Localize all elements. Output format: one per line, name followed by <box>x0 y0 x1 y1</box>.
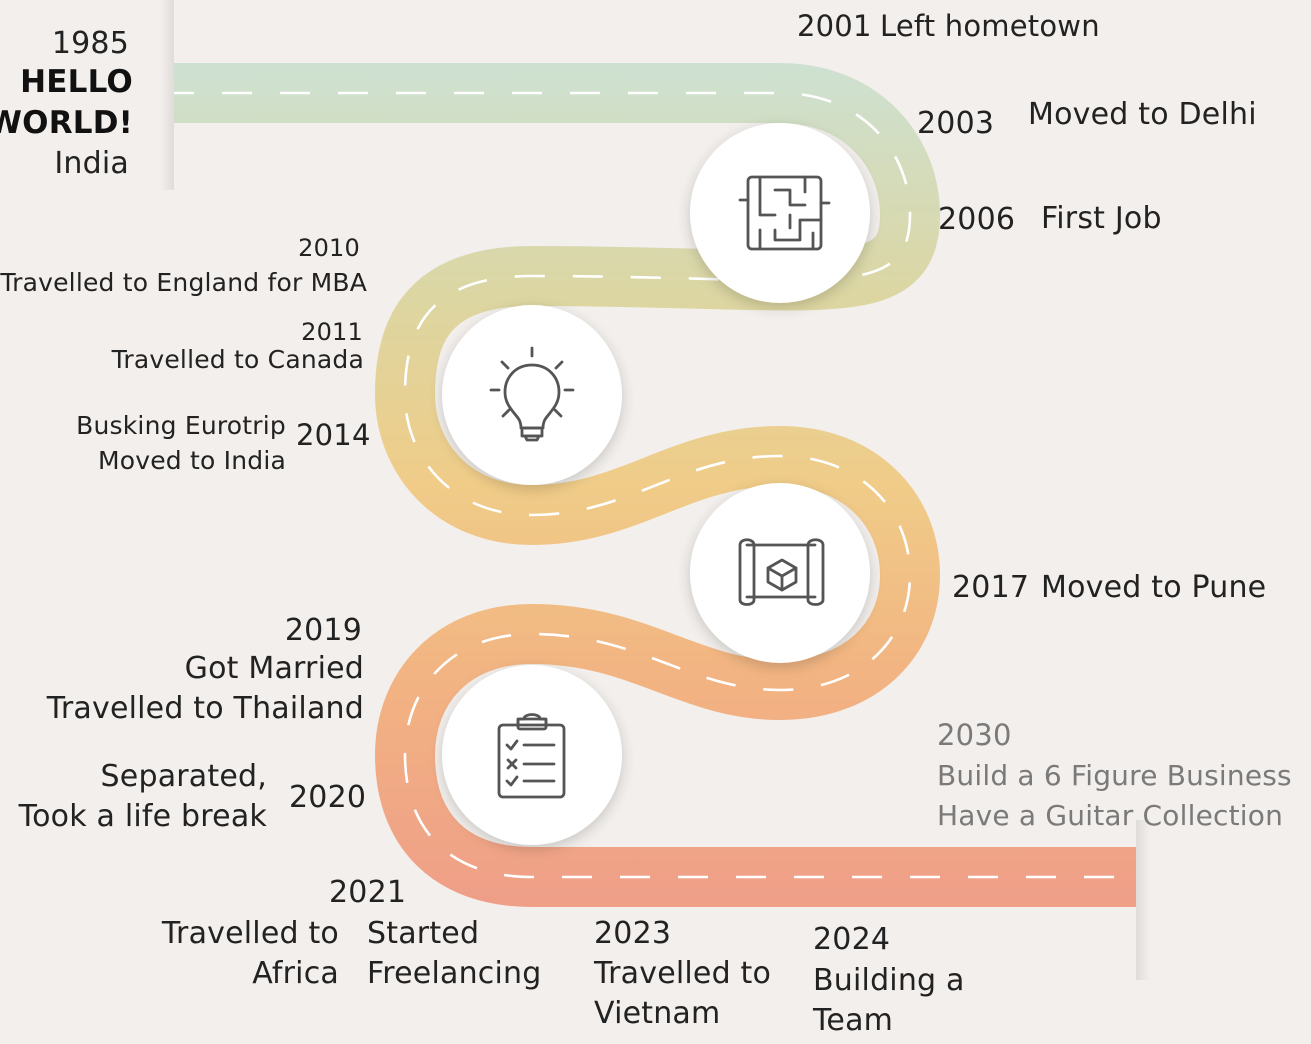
milestone-2017-year: 2017 <box>952 570 1030 605</box>
milestone-2020-line2: Took a life break <box>18 799 267 834</box>
lightbulb-circle <box>442 305 622 485</box>
milestone-2014-line2: Moved to India <box>97 446 286 475</box>
milestone-2019-line2: Travelled to Thailand <box>46 691 364 726</box>
milestone-2019-line1: Got Married <box>184 651 364 686</box>
blueprint-circle <box>690 483 870 663</box>
start-title-line1: HELLO <box>20 64 133 100</box>
milestone-2024-line1: Building a <box>813 963 965 998</box>
milestone-2021-b-line1: Started <box>367 916 480 951</box>
lightbulb-icon <box>489 346 575 442</box>
milestone-2003-year: 2003 <box>917 106 995 141</box>
blueprint-icon <box>738 538 825 606</box>
milestone-2021-b-line2: Freelancing <box>367 956 542 991</box>
milestone-2021-a-line2: Africa <box>252 956 339 991</box>
checklist-circle <box>442 665 622 845</box>
start-post-shadow <box>160 0 174 190</box>
milestone-2001-text: Left hometown <box>880 9 1100 43</box>
milestone-2006-year: 2006 <box>938 202 1016 237</box>
milestone-2019-year: 2019 <box>284 613 362 648</box>
start-year: 1985 <box>51 26 129 61</box>
milestone-2001-year: 2001 <box>797 9 872 43</box>
milestone-2020-year: 2020 <box>289 780 367 815</box>
milestone-2011-year: 2011 <box>301 318 363 346</box>
start-title-line2: WORLD! <box>0 105 133 141</box>
checklist-icon <box>497 713 566 799</box>
milestone-2021-a-line1: Travelled to <box>161 916 339 951</box>
milestone-2010-year: 2010 <box>298 234 360 262</box>
milestone-2010-text: Travelled to England for MBA <box>0 268 367 297</box>
milestone-2023-line1: Travelled to <box>594 956 772 991</box>
milestone-2021-year: 2021 <box>329 875 407 910</box>
maze-circle <box>690 123 870 303</box>
milestone-2023-year: 2023 <box>594 916 672 951</box>
milestone-2030-year: 2030 <box>937 718 1012 752</box>
start-place: India <box>54 146 129 181</box>
milestone-2023-line2: Vietnam <box>594 996 721 1031</box>
milestone-2024-line2: Team <box>813 1003 894 1038</box>
milestone-2014-year: 2014 <box>296 418 371 452</box>
milestone-2020-line1: Separated, <box>100 759 267 794</box>
end-post-shadow <box>1136 820 1150 980</box>
milestone-2003-text: Moved to Delhi <box>1028 97 1257 132</box>
milestone-2006-text: First Job <box>1041 201 1162 236</box>
milestone-2030-line1: Build a 6 Figure Business <box>937 759 1292 792</box>
milestone-2011-text: Travelled to Canada <box>111 345 364 374</box>
milestone-2017-text: Moved to Pune <box>1041 570 1267 605</box>
milestone-2014-line1: Busking Eurotrip <box>76 411 286 440</box>
milestone-2024-year: 2024 <box>813 922 891 957</box>
maze-icon <box>738 175 831 251</box>
milestone-2030-line2: Have a Guitar Collection <box>937 799 1284 832</box>
